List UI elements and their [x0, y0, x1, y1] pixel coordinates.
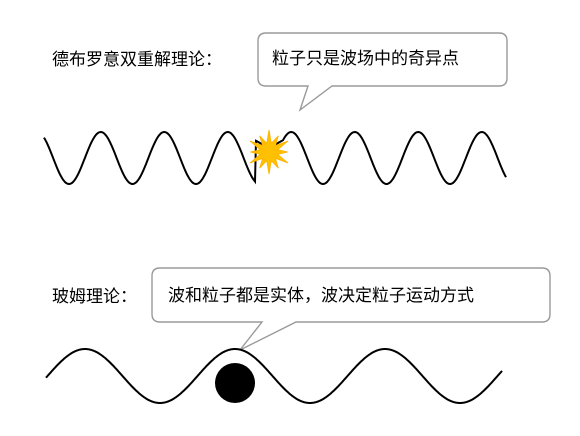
- top-bubble-text: 粒子只是波场中的奇异点: [272, 49, 459, 69]
- bottom-wave: [45, 348, 503, 404]
- starburst-icon: [249, 129, 289, 175]
- bottom-speech-bubble: [151, 267, 551, 351]
- bottom-bubble-text: 波和粒子都是实体，波决定粒子运动方式: [168, 286, 474, 306]
- black-ball-icon: [215, 363, 255, 403]
- top-theory-label: 德布罗意双重解理论：: [52, 50, 222, 70]
- bottom-theory-label: 玻姆理论：: [52, 287, 137, 307]
- top-speech-bubble: [257, 32, 508, 112]
